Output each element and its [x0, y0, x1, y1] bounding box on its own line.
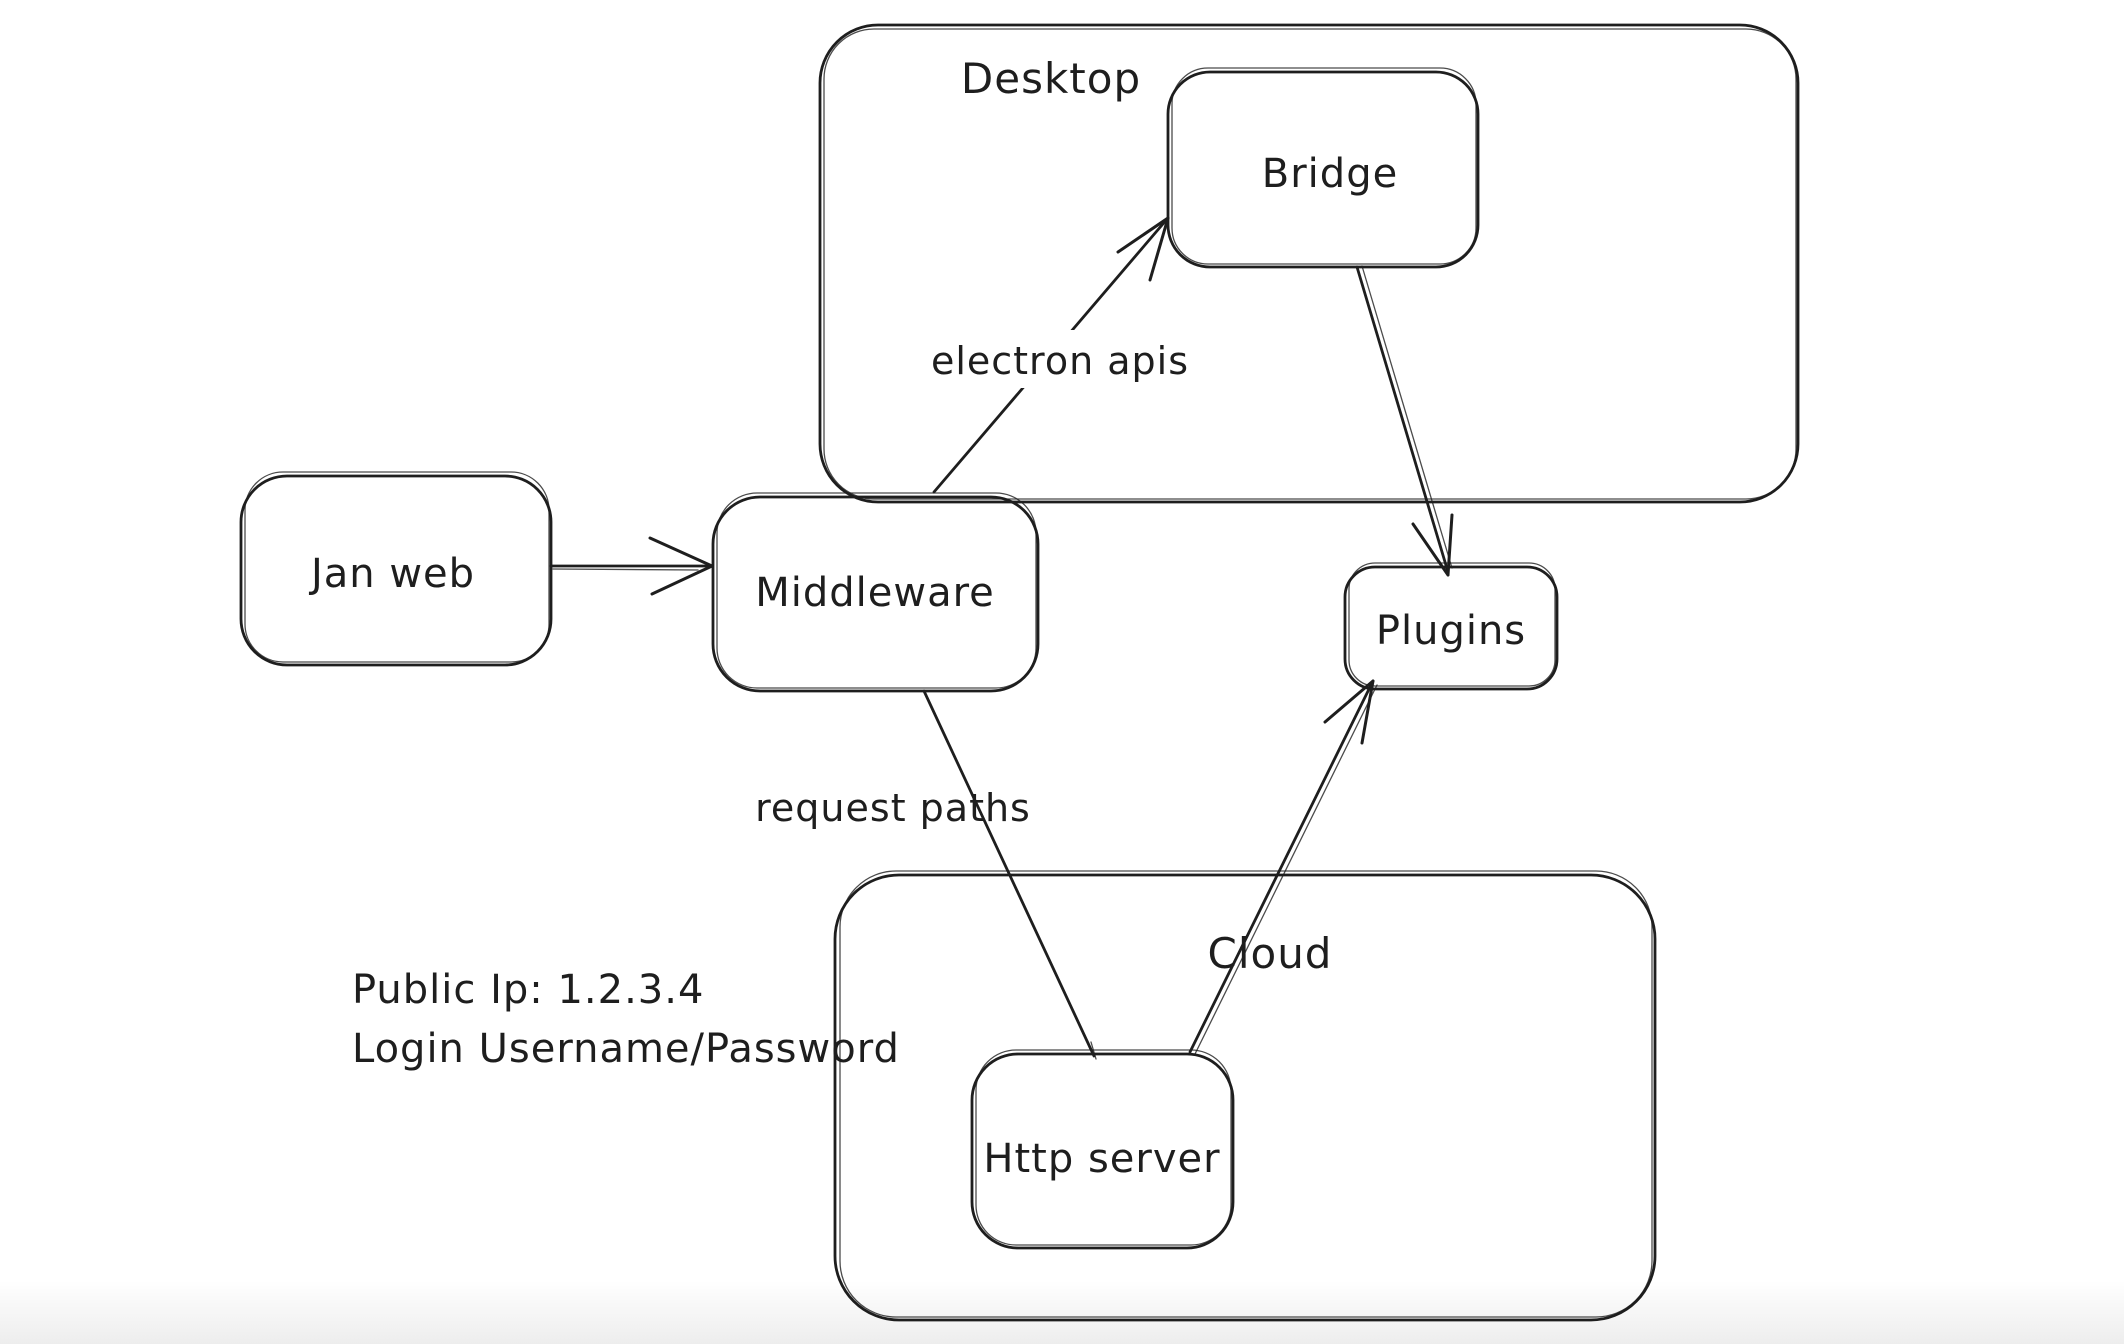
- jan-web-box: [239, 474, 553, 667]
- http-server-box-sketch: [975, 1049, 1232, 1246]
- cloud-label[interactable]: Cloud: [1208, 929, 1333, 978]
- arrow-line: [1355, 265, 1450, 574]
- bridge-label: Bridge: [1262, 151, 1398, 197]
- http-server-box: [970, 1052, 1235, 1250]
- middleware-label: Middleware: [755, 570, 995, 616]
- annotation-line1: Public Ip: 1.2.3.4: [352, 967, 704, 1013]
- middleware-box-sketch: [716, 492, 1037, 689]
- desktop-label[interactable]: Desktop: [961, 54, 1141, 103]
- arrow-line-sketch: [1361, 265, 1453, 569]
- desktop-box-sketch: [823, 28, 1797, 500]
- arrow-line: [922, 689, 1096, 1058]
- node-bridge[interactable]: Bridge: [1166, 67, 1480, 269]
- plugins-box-sketch: [1348, 562, 1556, 687]
- container-desktop[interactable]: [818, 23, 1800, 504]
- arrowhead: [1323, 679, 1375, 745]
- arrow-line: [1188, 679, 1375, 1054]
- cloud-box: [833, 873, 1657, 1322]
- node-http-server[interactable]: Http server: [970, 1049, 1235, 1250]
- container-cloud[interactable]: [833, 870, 1657, 1322]
- desktop-box: [818, 23, 1800, 504]
- annotation-line2: Login Username/Password: [352, 1026, 900, 1072]
- edge-label-request-paths[interactable]: request paths: [755, 786, 1031, 830]
- arrowhead: [1116, 216, 1170, 282]
- node-middleware[interactable]: Middleware: [711, 492, 1040, 693]
- plugins-label: Plugins: [1376, 608, 1526, 654]
- jan-web-label: Jan web: [308, 551, 475, 597]
- node-plugins[interactable]: Plugins: [1343, 562, 1559, 691]
- node-jan-web[interactable]: Jan web: [239, 471, 553, 667]
- edge-bridge-plugins[interactable]: [1355, 265, 1454, 577]
- http-server-label: Http server: [983, 1136, 1220, 1182]
- arrow-line-sketch: [552, 568, 699, 571]
- bridge-box: [1166, 70, 1480, 269]
- annotation-note[interactable]: Public Ip: 1.2.3.4 Login Username/Passwo…: [352, 967, 900, 1072]
- middleware-box: [711, 495, 1040, 693]
- arrow-line-sketch: [1194, 684, 1378, 1055]
- bridge-box-sketch: [1171, 67, 1477, 265]
- edge-label-electron-apis[interactable]: electron apis: [931, 339, 1189, 383]
- plugins-box: [1343, 565, 1559, 691]
- edge-janweb-middleware[interactable]: [549, 536, 714, 596]
- edge-middleware-bridge[interactable]: [925, 216, 1195, 494]
- jan-web-box-sketch: [244, 471, 550, 663]
- cloud-box-sketch: [839, 870, 1653, 1318]
- edge-label-bg: [925, 330, 1195, 388]
- edge-httpserver-plugins[interactable]: [1188, 679, 1378, 1055]
- arrowhead: [648, 536, 714, 596]
